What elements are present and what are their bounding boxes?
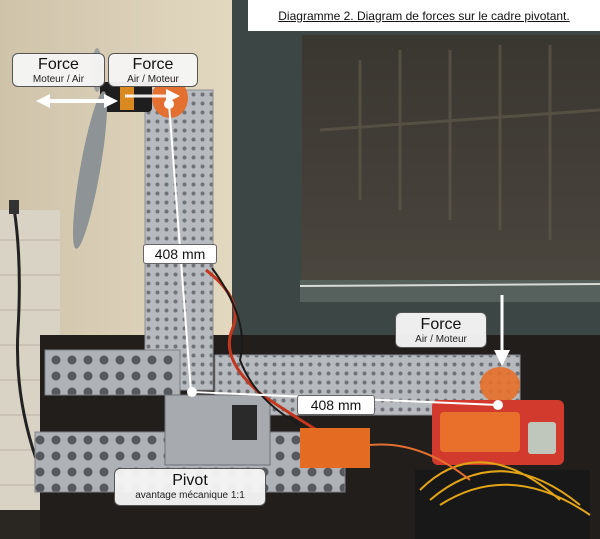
point-pivot <box>187 387 197 397</box>
colored-wires-2 <box>369 443 471 481</box>
horizontal-arm-label: 408 mm <box>297 395 375 415</box>
pivot-label: Pivot avantage mécanique 1:1 <box>114 468 266 506</box>
force-right-label: Force Air / Moteur <box>395 312 487 348</box>
pivot-subtitle: avantage mécanique 1:1 <box>135 490 245 501</box>
pivot-title: Pivot <box>172 472 208 489</box>
black-wire <box>211 267 301 426</box>
arrowhead-right-force <box>494 350 510 366</box>
window-light-edge <box>299 283 600 287</box>
electronics-board <box>300 428 370 468</box>
red-meter-screen <box>528 422 556 454</box>
colored-wires <box>419 461 591 516</box>
force-top-subtitle: Air / Moteur <box>127 74 179 85</box>
pivot-bracket-window <box>232 405 257 440</box>
window-reflection <box>319 45 600 240</box>
wall-cable <box>12 207 42 471</box>
force-top-label: Force Air / Moteur <box>108 53 198 87</box>
force-left-label: Force Moteur / Air <box>12 53 105 87</box>
controller <box>415 470 590 539</box>
arrowhead-right-top <box>104 94 118 108</box>
force-left-subtitle: Moteur / Air <box>32 74 85 85</box>
force-arrows <box>36 89 510 410</box>
force-right-title: Force <box>420 316 462 333</box>
point-right <box>493 400 503 410</box>
point-top <box>164 99 174 109</box>
right-orange-mount <box>480 367 520 403</box>
diagram-title-box: Diagramme 2. Diagram de forces sur le ca… <box>248 0 600 31</box>
force-left-title: Force <box>38 56 79 73</box>
vertical-arm-label: 408 mm <box>143 244 217 264</box>
wall-cable-plug <box>9 200 19 214</box>
force-top-title: Force <box>132 56 174 73</box>
force-right-subtitle: Air / Moteur <box>415 334 467 345</box>
orange-plate <box>440 412 520 452</box>
diagram-title: Diagramme 2. Diagram de forces sur le ca… <box>278 8 570 23</box>
base-beam-back <box>44 349 181 396</box>
propeller-lower-blade <box>72 91 108 249</box>
arrowhead-left <box>36 94 50 108</box>
